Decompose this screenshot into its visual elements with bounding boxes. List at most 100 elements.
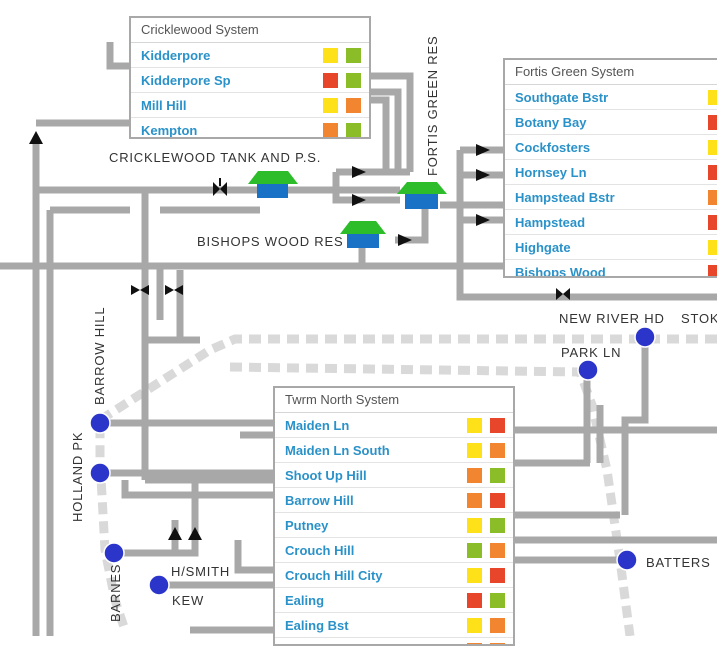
system-row[interactable]: Hampstead Bstr (505, 185, 717, 210)
cricklewood-tank-icon (248, 171, 298, 198)
system-row[interactable]: Crouch Hill (275, 538, 513, 563)
arrow-icon (476, 214, 490, 226)
system-row-name[interactable]: Kidderpore (131, 48, 323, 63)
new-river-hd-label: NEW RIVER HD (559, 311, 665, 326)
holland-pk-label: HOLLAND PK (70, 432, 85, 522)
system-row-name[interactable]: Hampstead (505, 215, 708, 230)
system-row-name[interactable]: Hampstead Bstr (505, 190, 708, 205)
cricklewood-tank-label: CRICKLEWOOD TANK AND P.S. (109, 150, 321, 165)
status-indicator-orange (708, 190, 717, 205)
system-row-name[interactable]: Kidderpore Sp (131, 73, 323, 88)
system-row[interactable]: Hornsey Ln (505, 160, 717, 185)
panel-title: Fortis Green System (505, 60, 717, 85)
system-row-name[interactable]: Maiden Ln South (275, 443, 467, 458)
status-indicator-green (346, 73, 361, 88)
system-row-name[interactable]: Maiden Ln (275, 418, 467, 433)
valve-icon (165, 285, 183, 295)
system-row-name[interactable]: Crouch Hill (275, 543, 467, 558)
arrow-icon (476, 169, 490, 181)
system-row[interactable]: Maiden Ln South (275, 438, 513, 463)
system-row[interactable]: Putney (275, 513, 513, 538)
status-indicator-yellow (467, 618, 482, 633)
status-indicator-yellow (708, 240, 717, 255)
node-holland-pk (90, 413, 110, 433)
status-indicator-orange (323, 123, 338, 138)
kew-label: KEW (172, 593, 204, 608)
status-indicator-red (708, 215, 717, 230)
system-row-name[interactable]: Ealing Bst (275, 618, 467, 633)
status-indicator-green (346, 123, 361, 138)
system-row-name[interactable]: Botany Bay (505, 115, 708, 130)
system-row[interactable]: Kidderpore Sp (131, 68, 369, 93)
node-kew (149, 575, 169, 595)
status-indicator-orange (490, 643, 505, 646)
node-batters (617, 550, 637, 570)
status-indicator-yellow (323, 98, 338, 113)
fortis-green-tank-icon (397, 182, 447, 209)
status-indicator-yellow (467, 518, 482, 533)
park-ln-label: PARK LN (561, 345, 621, 360)
node-new-river-hd (635, 327, 655, 347)
system-row[interactable]: Barrow Hill (275, 488, 513, 513)
status-indicator-orange (490, 543, 505, 558)
system-row[interactable] (275, 638, 513, 646)
system-row-name[interactable]: Hornsey Ln (505, 165, 708, 180)
status-indicator-red (490, 493, 505, 508)
system-row[interactable]: Southgate Bstr (505, 85, 717, 110)
system-row-name[interactable]: Southgate Bstr (505, 90, 708, 105)
batters-label: BATTERS (646, 555, 711, 570)
system-row[interactable]: Crouch Hill City (275, 563, 513, 588)
panel-title: Twrm North System (275, 388, 513, 413)
h-smith-label: H/SMITH (171, 564, 230, 579)
system-row-name[interactable]: Kempton (131, 123, 323, 138)
status-indicator-orange (490, 618, 505, 633)
twrm-north-system-panel: Twrm North System Maiden Ln Maiden Ln Sou… (273, 386, 515, 646)
status-indicator-orange (346, 98, 361, 113)
node-barnes (104, 543, 124, 563)
status-indicator-orange (490, 443, 505, 458)
bishops-wood-res-label: BISHOPS WOOD RES (197, 234, 343, 249)
barnes-label: BARNES (108, 564, 123, 622)
system-row-name[interactable]: Bishops Wood (505, 265, 708, 279)
system-row-name[interactable]: Putney (275, 518, 467, 533)
system-row[interactable]: Bishops Wood (505, 260, 717, 278)
system-row-name[interactable]: Shoot Up Hill (275, 468, 467, 483)
system-row[interactable]: Botany Bay (505, 110, 717, 135)
system-row[interactable]: Ealing Bst (275, 613, 513, 638)
status-indicator-yellow (467, 568, 482, 583)
system-row[interactable]: Ealing (275, 588, 513, 613)
system-row[interactable]: Highgate (505, 235, 717, 260)
system-row-name[interactable]: Highgate (505, 240, 708, 255)
system-row[interactable]: Kidderpore (131, 43, 369, 68)
status-indicator-red (708, 265, 717, 279)
system-row-name[interactable]: Barrow Hill (275, 493, 467, 508)
barrow-hill-label: BARROW HILL (92, 307, 107, 405)
status-indicator-red (708, 115, 717, 130)
arrow-icon (352, 194, 366, 206)
system-row[interactable]: Cockfosters (505, 135, 717, 160)
system-row[interactable]: Mill Hill (131, 93, 369, 118)
system-row-name[interactable]: Crouch Hill City (275, 568, 467, 583)
status-indicator-orange (467, 493, 482, 508)
fortis-green-res-label: FORTIS GREEN RES (425, 36, 440, 176)
status-indicator-yellow (467, 418, 482, 433)
status-indicator-green (346, 48, 361, 63)
arrow-icon (398, 234, 412, 246)
system-row[interactable]: Shoot Up Hill (275, 463, 513, 488)
system-row-name[interactable]: Ealing (275, 593, 467, 608)
system-row-name[interactable]: Mill Hill (131, 98, 323, 113)
status-indicator-yellow (323, 48, 338, 63)
node-park-ln (578, 360, 598, 380)
stok-label: STOK (681, 311, 717, 326)
status-indicator-red (708, 165, 717, 180)
arrow-icon (352, 166, 366, 178)
system-row[interactable]: Maiden Ln (275, 413, 513, 438)
status-indicator-orange (467, 468, 482, 483)
system-row-name[interactable]: Cockfosters (505, 140, 708, 155)
system-row[interactable]: Hampstead (505, 210, 717, 235)
system-row[interactable]: Kempton (131, 118, 369, 139)
node-barrow-hill (90, 463, 110, 483)
arrow-icon (188, 527, 202, 540)
arrow-icon (168, 527, 182, 540)
